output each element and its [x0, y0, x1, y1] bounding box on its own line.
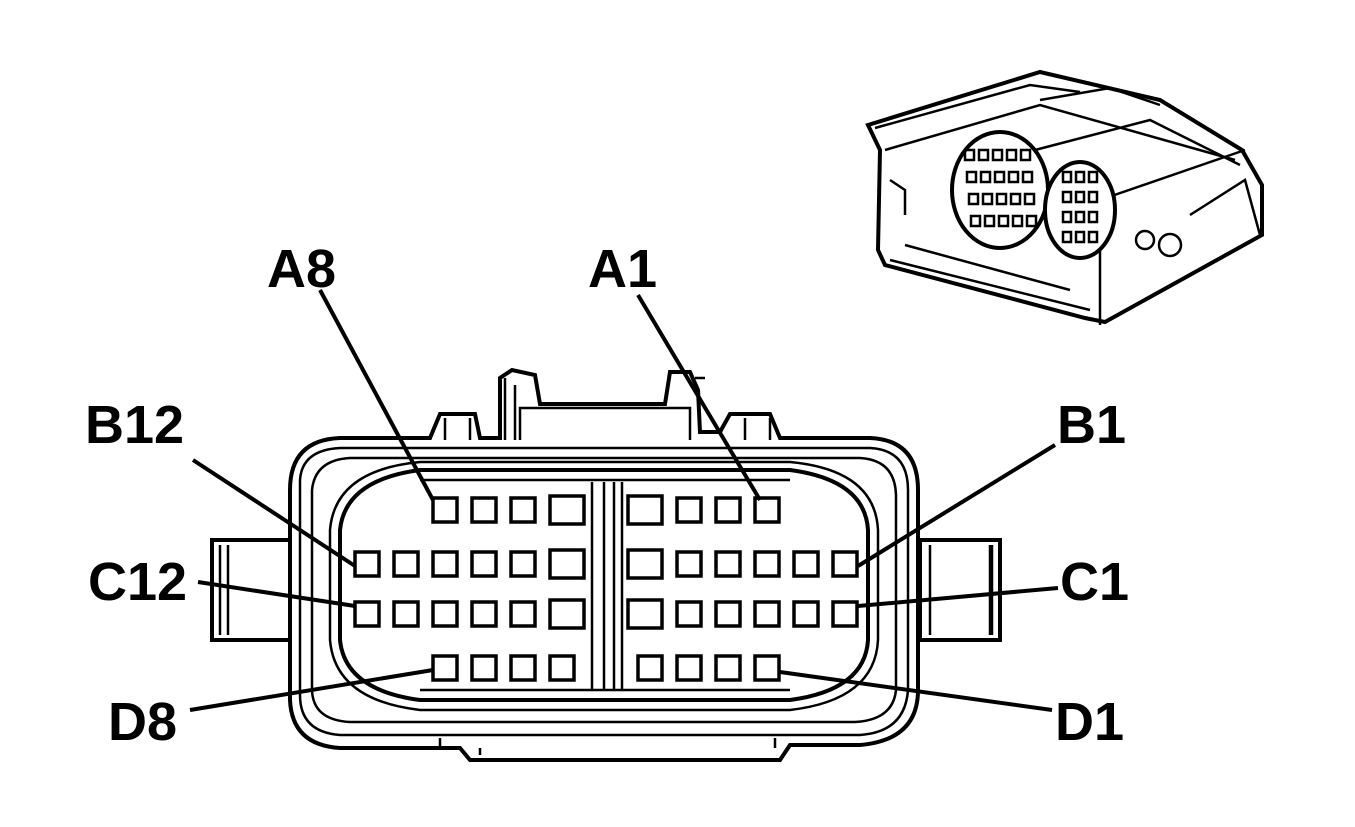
pin-cavity-d7: [470, 654, 498, 682]
pin-cavity-b9: [470, 550, 498, 578]
label-a8: A8: [267, 239, 336, 299]
mini-pin-left: [995, 192, 1008, 206]
pin-cavity-c3: [753, 600, 781, 628]
label-a1: A1: [588, 239, 657, 299]
leader-a1: [636, 293, 762, 502]
mini-pin-right: [1061, 230, 1073, 244]
pin-cavity-c12: [353, 600, 381, 628]
label-c1: C1: [1060, 552, 1129, 612]
pin-cavity-b7: [548, 548, 586, 580]
leader-a8: [318, 289, 435, 501]
mini-pin-right: [1061, 190, 1073, 204]
leader-b12: [191, 458, 357, 568]
pin-cavity-b5: [675, 550, 703, 578]
mini-pin-left: [1025, 214, 1038, 228]
pin-cavity-a2: [714, 496, 742, 524]
leader-d1: [779, 670, 1053, 712]
mini-pin-right: [1074, 170, 1086, 184]
leader-d8: [189, 668, 434, 712]
mini-pin-left: [991, 148, 1004, 162]
mini-pin-left: [981, 192, 994, 206]
connector-face: [210, 367, 1002, 762]
mini-pin-left: [967, 192, 980, 206]
label-b12: B12: [85, 395, 184, 455]
mini-pin-left: [1021, 170, 1034, 184]
pin-cavity-d1: [753, 654, 781, 682]
mini-pin-left: [963, 148, 976, 162]
pin-cavity-b1: [831, 550, 859, 578]
label-d8: D8: [108, 692, 177, 752]
pin-cavity-b4: [714, 550, 742, 578]
pin-cavity-d8: [431, 654, 459, 682]
pin-cavity-c10: [431, 600, 459, 628]
pin-cavity-c7: [548, 598, 586, 630]
mini-pin-right: [1074, 210, 1086, 224]
connector-3d-view: [865, 69, 1264, 325]
mini-pin-left: [969, 214, 982, 228]
mini-pin-left: [979, 170, 992, 184]
pin-cavity-b3: [753, 550, 781, 578]
pin-cavity-c8: [509, 600, 537, 628]
leader-b1: [856, 443, 1057, 568]
mini-pin-right: [1061, 170, 1073, 184]
pin-cavity-c5: [675, 600, 703, 628]
leader-c1: [857, 586, 1059, 608]
pin-cavity-c4: [714, 600, 742, 628]
pin-cavity-a8: [431, 496, 459, 524]
mini-pin-left: [977, 148, 990, 162]
pin-cavity-b11: [392, 550, 420, 578]
mini-pin-left: [1005, 148, 1018, 162]
mini-pin-left: [1023, 192, 1036, 206]
mini-pin-left: [993, 170, 1006, 184]
pin-cavity-b12: [353, 550, 381, 578]
pin-cavity-d4: [636, 654, 664, 682]
pin-cavity-a4: [626, 494, 664, 526]
label-b1: B1: [1057, 395, 1126, 455]
mini-pin-left: [1009, 192, 1022, 206]
mini-pin-right: [1087, 210, 1099, 224]
pin-cavity-b10: [431, 550, 459, 578]
leader-c12: [197, 580, 356, 608]
mini-pin-left: [1011, 214, 1024, 228]
mini-pin-left: [965, 170, 978, 184]
pin-cavity-d5: [548, 654, 576, 682]
pin-cavity-c11: [392, 600, 420, 628]
pin-cavity-d2: [714, 654, 742, 682]
pin-cavity-a5: [548, 494, 586, 526]
pin-cavity-a1: [753, 496, 781, 524]
mini-pin-left: [997, 214, 1010, 228]
label-d1: D1: [1055, 692, 1124, 752]
pin-cavity-b2: [792, 550, 820, 578]
pin-cavity-c1: [831, 600, 859, 628]
mini-pin-right: [1087, 230, 1099, 244]
pin-cavity-a6: [509, 496, 537, 524]
pin-labels: A8 A1 B12 B1 C12 C1 D8 D1: [85, 239, 1129, 752]
label-c12: C12: [88, 552, 187, 612]
pin-cavity-a7: [470, 496, 498, 524]
mini-pin-left: [983, 214, 996, 228]
mini-pin-left: [1019, 148, 1032, 162]
pin-cavity-d3: [675, 654, 703, 682]
leader-lines: [189, 289, 1059, 712]
pin-cavity-c9: [470, 600, 498, 628]
mini-pin-right: [1087, 190, 1099, 204]
mini-pin-left: [1007, 170, 1020, 184]
mini-pin-right: [1087, 170, 1099, 184]
pin-cavity-d6: [509, 654, 537, 682]
mini-pin-right: [1061, 210, 1073, 224]
right-latch: [918, 538, 1002, 642]
pin-cavity-c6: [626, 598, 664, 630]
pin-cavity-b8: [509, 550, 537, 578]
pin-cavity-a3: [675, 496, 703, 524]
pin-cavity-b6: [626, 548, 664, 580]
mini-pin-right: [1074, 190, 1086, 204]
pin-cavity-c2: [792, 600, 820, 628]
mini-pin-right: [1074, 230, 1086, 244]
